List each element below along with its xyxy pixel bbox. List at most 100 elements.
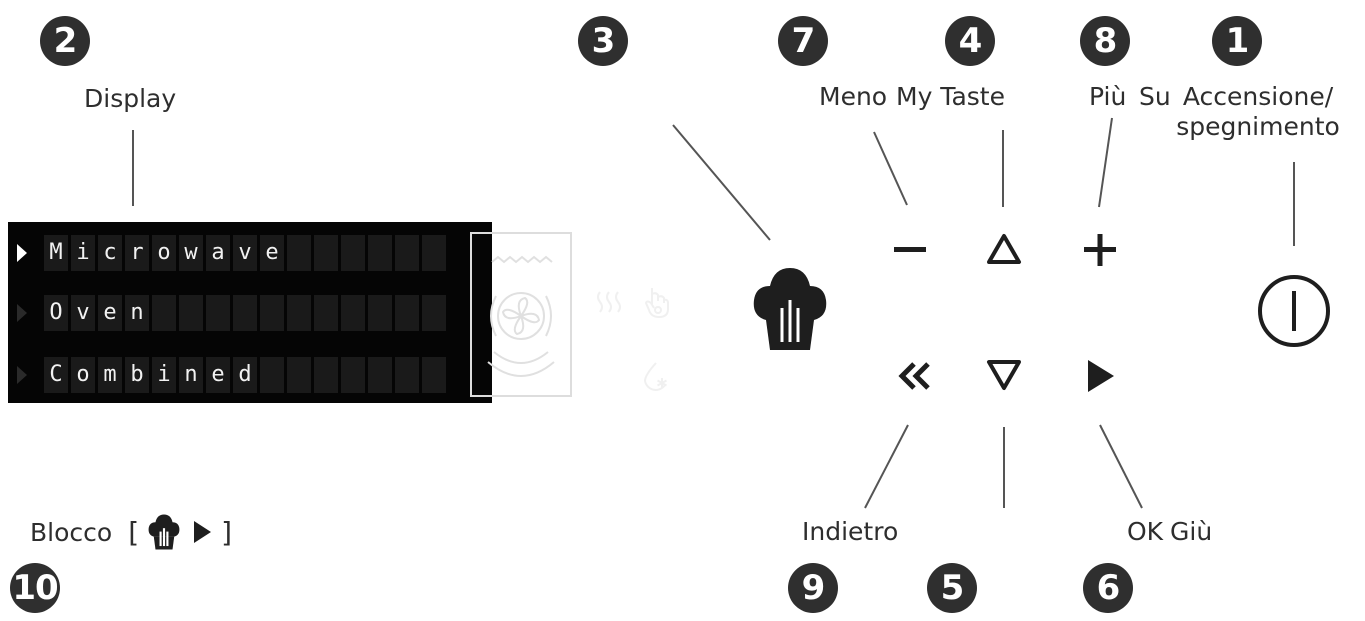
drop-star-icon xyxy=(643,362,667,391)
display-cell xyxy=(341,235,365,271)
display-cell: O xyxy=(44,295,68,331)
minus-label: Meno xyxy=(819,82,888,111)
display-cell: o xyxy=(71,357,95,393)
triangle-up-icon xyxy=(987,234,1021,264)
chef-hat-icon xyxy=(148,514,180,550)
hand-touch-icon xyxy=(644,288,669,319)
display-cell xyxy=(368,295,392,331)
power-label-line-2: spegnimento xyxy=(1176,112,1340,141)
callout-badge-10: 10 xyxy=(10,563,60,613)
display-cell xyxy=(206,295,230,331)
callout-badge-1: 1 xyxy=(1212,16,1262,66)
display-cell: e xyxy=(98,295,122,331)
play-right-icon xyxy=(1088,360,1114,392)
callout-badge-4: 4 xyxy=(945,16,995,66)
leader-plus xyxy=(1098,117,1113,208)
ok-label: OK xyxy=(1127,517,1164,546)
display-cell: o xyxy=(152,235,176,271)
minus-icon xyxy=(894,247,926,252)
display-cell xyxy=(287,357,311,393)
power-label: Accensione/ spegnimento xyxy=(1160,82,1356,142)
up-button[interactable] xyxy=(984,231,1024,267)
my-taste-button[interactable] xyxy=(752,262,828,356)
plus-button[interactable] xyxy=(1082,232,1118,268)
display-cell xyxy=(422,295,446,331)
power-icon xyxy=(1258,275,1330,347)
display-cell: e xyxy=(260,235,284,271)
triangle-down-icon xyxy=(987,360,1021,390)
callout-badge-8: 8 xyxy=(1080,16,1130,66)
play-right-icon xyxy=(194,521,212,543)
back-label: Indietro xyxy=(802,517,899,546)
minus-button[interactable] xyxy=(892,232,928,268)
lock-bracket-open: [ xyxy=(128,515,140,549)
callout-badge-6: 6 xyxy=(1083,563,1133,613)
plus-label: Più xyxy=(1089,82,1127,111)
display-cell: b xyxy=(125,357,149,393)
leader-ok xyxy=(1099,424,1143,509)
display-cell xyxy=(422,357,446,393)
display-cell: v xyxy=(71,295,95,331)
callout-badge-5: 5 xyxy=(927,563,977,613)
display-cell xyxy=(368,357,392,393)
leader-my-taste xyxy=(672,124,771,241)
lock-bracket-close: ] xyxy=(221,515,233,549)
display-cell xyxy=(314,357,338,393)
display-cell xyxy=(395,235,419,271)
display-label: Display xyxy=(84,84,177,113)
chef-hat-icon xyxy=(753,268,827,350)
row-pointer-icon xyxy=(17,244,27,262)
up-label: Su xyxy=(1139,82,1171,111)
display-cell xyxy=(260,357,284,393)
back-button[interactable] xyxy=(896,358,936,394)
callout-badge-9: 9 xyxy=(788,563,838,613)
display-cell: i xyxy=(152,357,176,393)
down-label: Giù xyxy=(1170,517,1213,546)
display-cell: m xyxy=(98,357,122,393)
display-cell: v xyxy=(233,235,257,271)
callout-badge-2: 2 xyxy=(40,16,90,66)
row-pointer-icon xyxy=(17,304,27,322)
row-pointer-icon xyxy=(17,366,27,384)
display-cell xyxy=(395,295,419,331)
display-cell xyxy=(314,235,338,271)
display-cell: M xyxy=(44,235,68,271)
steam-icon xyxy=(597,291,621,313)
leader-back xyxy=(864,424,909,509)
lock-hint: Blocco [ ] xyxy=(30,512,240,552)
display-cell xyxy=(314,295,338,331)
plus-icon xyxy=(1084,234,1116,266)
my-taste-label: My Taste xyxy=(896,82,1005,111)
display-cell xyxy=(260,295,284,331)
lock-label: Blocco xyxy=(30,517,113,547)
ok-button[interactable] xyxy=(1082,358,1118,394)
display-cell xyxy=(368,235,392,271)
display-cell xyxy=(233,295,257,331)
display-cell: a xyxy=(206,235,230,271)
display-cell: n xyxy=(179,357,203,393)
display-cell xyxy=(422,235,446,271)
down-button[interactable] xyxy=(984,357,1024,393)
display-cell xyxy=(152,295,176,331)
display-cell: e xyxy=(206,357,230,393)
display-cell: C xyxy=(44,357,68,393)
power-button[interactable] xyxy=(1254,271,1334,351)
display-cell: c xyxy=(98,235,122,271)
callout-badge-3: 3 xyxy=(578,16,628,66)
display-cell xyxy=(179,295,203,331)
double-chevron-left-icon xyxy=(898,362,930,390)
display-cell xyxy=(287,235,311,271)
fan-icon xyxy=(487,255,555,377)
power-label-line-1: Accensione/ xyxy=(1182,82,1334,111)
display-cell xyxy=(287,295,311,331)
display-cell xyxy=(395,357,419,393)
callout-badge-7: 7 xyxy=(778,16,828,66)
